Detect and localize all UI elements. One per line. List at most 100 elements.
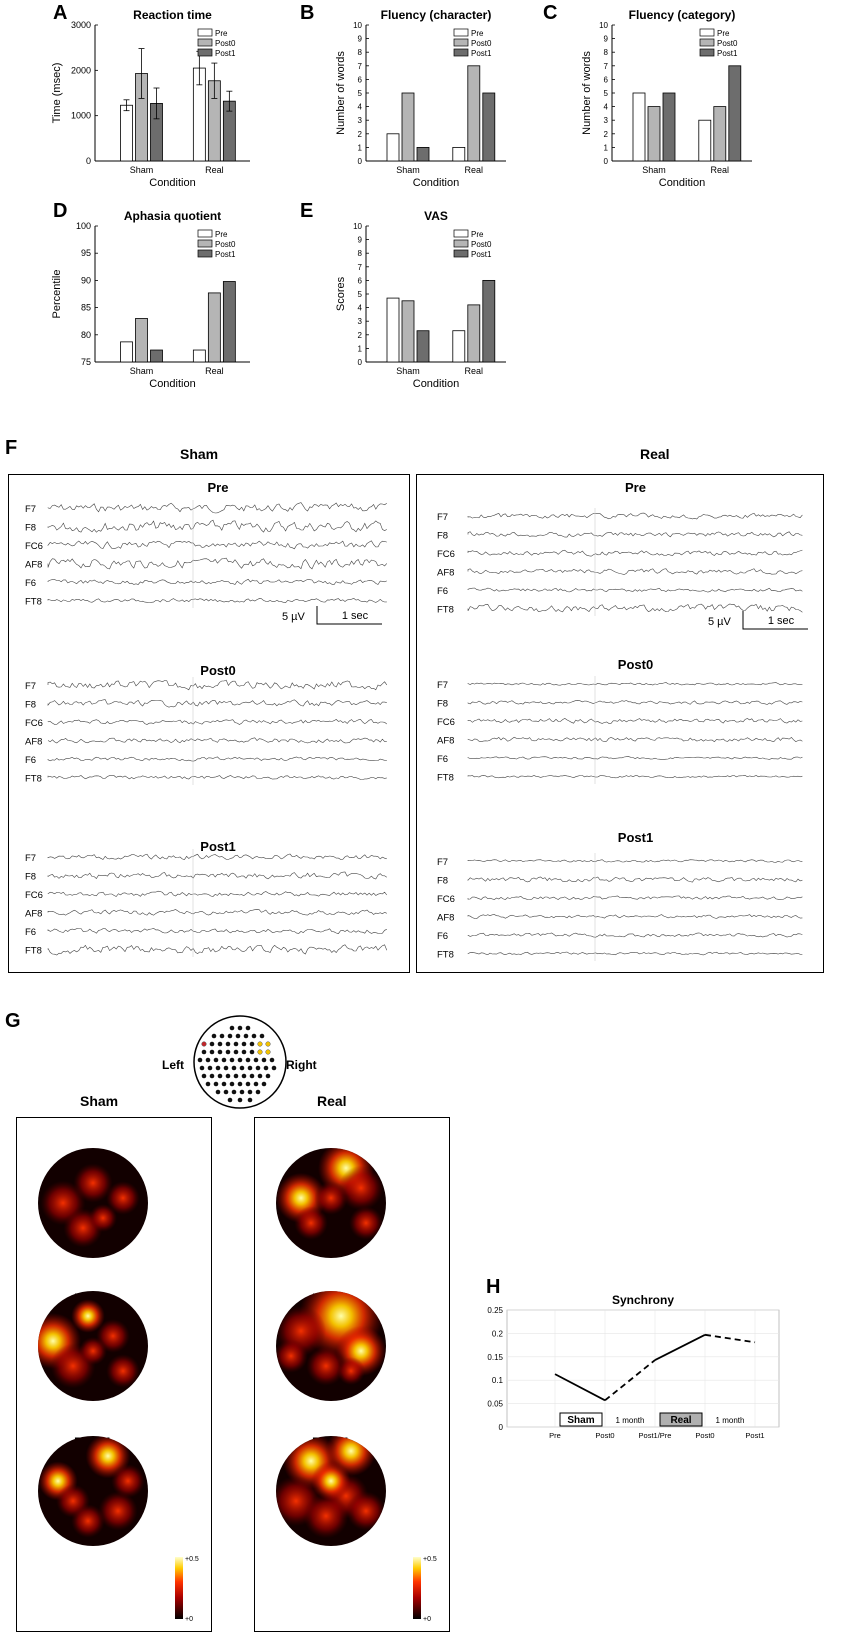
eeg-channel-label: FT8 xyxy=(25,946,42,957)
topo-hotspot xyxy=(294,1206,328,1240)
y-tick-label: 1000 xyxy=(71,111,91,121)
electrode-dot xyxy=(237,1057,243,1063)
y-tick-label: 7 xyxy=(358,62,363,71)
bar xyxy=(467,304,481,363)
y-tick-label: 7 xyxy=(604,62,609,71)
colorbar-max-label: +0.5 xyxy=(423,1556,437,1563)
x-tick-label: Sham xyxy=(396,366,420,376)
electrode-dot xyxy=(249,1041,255,1047)
sync-x-tick-label: Post1/Pre xyxy=(639,1431,672,1440)
topo-sham-2: Post1 xyxy=(38,1434,148,1546)
x-axis-label: Condition xyxy=(149,378,195,390)
electrode-dot xyxy=(263,1065,269,1071)
y-tick-label: 8 xyxy=(358,48,363,57)
colorbar-min-label: +0 xyxy=(185,1616,193,1623)
eeg-real: PreF7F8FC6AF8F6FT8Post0F7F8FC6AF8F6FT8Po… xyxy=(437,480,808,961)
electrode-head-map xyxy=(193,1015,287,1109)
colorbar xyxy=(175,1557,183,1619)
electrode-dot xyxy=(247,1097,253,1103)
y-tick-label: 4 xyxy=(604,103,609,112)
electrode-dot xyxy=(245,1081,251,1087)
eeg-channel-label: F8 xyxy=(25,523,36,534)
legend-swatch xyxy=(453,28,469,37)
electrode-dot xyxy=(221,1057,227,1063)
sync-line-segment xyxy=(554,1373,606,1402)
eeg-session-title: Post1 xyxy=(618,830,653,845)
y-tick-label: 6 xyxy=(604,75,609,84)
topo-hotspot xyxy=(314,1181,348,1215)
electrode-dot xyxy=(199,1065,205,1071)
bar xyxy=(120,104,133,162)
topo-real-1: Post0 xyxy=(276,1290,386,1401)
electrode-dot xyxy=(201,1073,207,1079)
electrode-dot xyxy=(227,1097,233,1103)
electrode-dot xyxy=(209,1073,215,1079)
electrode-dot xyxy=(235,1033,241,1039)
y-axis-label: Number of words xyxy=(581,51,593,135)
electrode-dot xyxy=(269,1057,275,1063)
topo-hotspot xyxy=(311,1461,351,1501)
legend-label: Post0 xyxy=(215,39,236,48)
electrode-dot xyxy=(221,1081,227,1087)
topo-hotspot xyxy=(276,1339,308,1373)
y-tick-label: 9 xyxy=(604,35,609,44)
topo-real-2: Post1 xyxy=(276,1434,386,1546)
topo-hotspot xyxy=(89,1204,117,1232)
legend-label: Pre xyxy=(471,29,484,38)
y-tick-label: 2 xyxy=(358,130,363,139)
bar xyxy=(482,279,496,363)
topo-sham-title: Sham xyxy=(80,1093,119,1109)
y-tick-label: 4 xyxy=(358,103,363,112)
y-axis-label: Scores xyxy=(335,276,347,311)
x-tick-label: Sham xyxy=(396,165,420,175)
eeg-channel-label: FT8 xyxy=(25,597,42,608)
panel-label-b: B xyxy=(300,2,315,24)
topo-hotspot xyxy=(346,1491,386,1531)
eeg-trace xyxy=(47,944,388,956)
eeg-channel-label: FC6 xyxy=(25,541,43,552)
sync-plot-area xyxy=(506,1309,780,1428)
y-tick-label: 2000 xyxy=(71,65,91,75)
y-tick-label: 9 xyxy=(358,35,363,44)
y-tick-label: 1 xyxy=(358,143,363,152)
y-tick-label: 10 xyxy=(353,21,362,30)
electrode-dot xyxy=(231,1065,237,1071)
eeg-trace xyxy=(467,756,803,760)
panel-label-h: H xyxy=(486,1276,501,1298)
eeg-channel-label: F7 xyxy=(25,504,36,515)
electrode-dot xyxy=(257,1073,263,1079)
topo-hotspot xyxy=(337,1357,365,1385)
legend-label: Pre xyxy=(215,230,228,239)
topo-hotspot xyxy=(303,1493,349,1539)
bar xyxy=(192,349,206,363)
eeg-sham: PreF7F8FC6AF8F6FT8Post0F7F8FC6AF8F6FT8Po… xyxy=(25,480,388,957)
electrode-dot xyxy=(213,1081,219,1087)
legend-swatch xyxy=(197,249,213,258)
eeg-channel-label: AF8 xyxy=(437,913,454,924)
eeg-channel-label: F6 xyxy=(437,931,448,942)
legend-label: Post0 xyxy=(471,39,492,48)
eeg-trace xyxy=(47,718,387,725)
electrode-dot xyxy=(229,1081,235,1087)
y-tick-label: 3 xyxy=(358,317,363,326)
eeg-channel-label: FT8 xyxy=(437,605,454,616)
electrode-dot xyxy=(257,1041,263,1047)
eeg-trace xyxy=(47,853,387,861)
eeg-trace xyxy=(47,557,388,570)
topo-blobs xyxy=(40,1163,140,1248)
electrode-dot xyxy=(225,1041,231,1047)
eeg-trace xyxy=(467,932,803,938)
bar xyxy=(482,92,496,162)
x-tick-label: Sham xyxy=(130,366,154,376)
topo-blobs xyxy=(276,1436,386,1539)
x-axis-label: Condition xyxy=(413,378,459,390)
y-tick-label: 6 xyxy=(358,75,363,84)
bar xyxy=(728,65,742,162)
y-tick-label: 1 xyxy=(604,143,609,152)
eeg-channel-label: F6 xyxy=(25,755,36,766)
electrode-dot xyxy=(253,1057,259,1063)
